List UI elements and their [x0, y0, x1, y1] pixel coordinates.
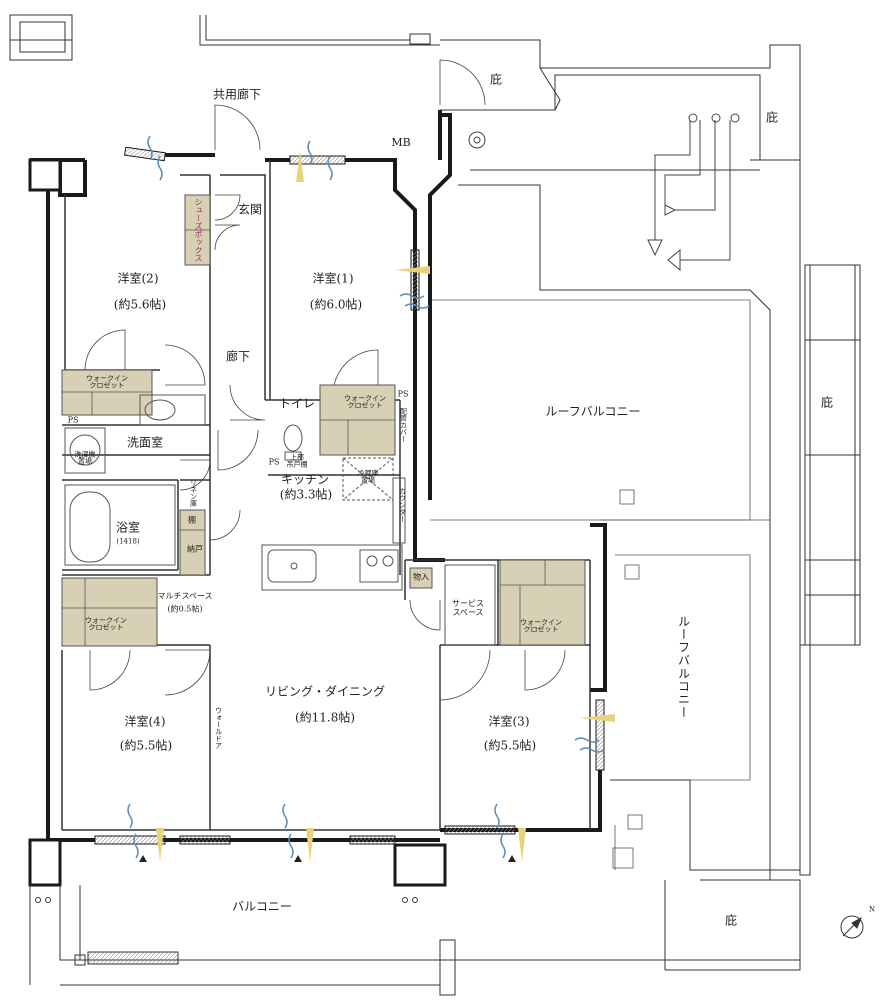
wic-bl-line1: ウォークイン: [85, 616, 127, 625]
eaves-outlines: [440, 39, 801, 971]
right-eaves: [799, 264, 861, 876]
storage-label: 物入: [413, 572, 429, 582]
linen-label: リネン庫: [189, 479, 198, 507]
entrance-label: 玄関: [237, 202, 263, 217]
top-left-fragment: [9, 14, 73, 61]
washroom-label: 洗面室: [126, 435, 164, 450]
room1-name: 洋室(1): [312, 271, 354, 286]
ps-left-label: PS: [67, 415, 79, 425]
upper-shelf-line1: 上部: [290, 453, 304, 462]
service-space-line1: サービス: [452, 599, 484, 609]
compass-icon: [840, 915, 864, 939]
upper-shelf-label: 上部 吊戸棚: [286, 453, 308, 470]
washroom-fixtures: [64, 394, 206, 474]
room2-name: 洋室(2): [117, 271, 159, 286]
room4-name: 洋室(4): [124, 714, 166, 729]
shoe-box-label: シューズボックス: [194, 198, 203, 262]
vent-pipes: [468, 113, 740, 272]
room1-area: (約6.0帖): [309, 297, 363, 312]
bath-size-label: (1418): [116, 537, 140, 546]
roof-balcony-right-label: ルーフバルコニー: [676, 615, 691, 719]
washer-line1: 洗濯機: [74, 450, 96, 459]
multi-space-area: (約0.5帖): [167, 604, 203, 614]
eaves-label-bottom: 庇: [724, 913, 738, 928]
service-space-line2: スペース: [452, 608, 484, 617]
common-corridor-label: 共用廊下: [212, 87, 262, 102]
light-markers: [156, 150, 615, 862]
closet-details: [62, 229, 585, 646]
eaves-label-right-top: 庇: [765, 110, 779, 125]
service-space-label: サービス スペース: [452, 599, 484, 618]
wic-bl-line2: クロゼット: [88, 624, 124, 632]
upper-shelf-line2: 吊戸棚: [286, 461, 308, 469]
storage-door-label: 納戸: [187, 544, 203, 554]
balcony-label: バルコニー: [232, 899, 292, 914]
wic-br-label: ウォークイン クロゼット: [520, 618, 562, 635]
multi-space-label: マルチスペース: [157, 591, 213, 601]
door-swings: [84, 59, 566, 701]
wic-left-label: ウォークイン クロゼット: [86, 374, 128, 391]
ldk-area: (約11.8帖): [294, 710, 356, 725]
kitchen-fixtures: [261, 457, 406, 591]
toilet-label: トイレ: [278, 396, 316, 411]
balcony-outline: [29, 885, 800, 996]
north-label: N: [868, 905, 876, 914]
toilet-fixture: [283, 424, 303, 461]
counter-label: カウンター: [398, 487, 407, 523]
fridge-line1: 冷蔵庫: [357, 469, 379, 478]
wic-mid-line1: ウォークイン: [344, 394, 386, 403]
corridor-label: 廊下: [225, 349, 251, 364]
exterior-piers: [28, 158, 447, 887]
wic-mid-line2: クロゼット: [347, 402, 383, 410]
storage-boxes: [409, 564, 496, 646]
wic-mid-label: ウォークイン クロゼット: [344, 394, 386, 411]
mb-label: MB: [391, 136, 411, 150]
eaves-label-top: 庇: [489, 72, 503, 87]
eaves-label-right-mid: 庇: [820, 395, 834, 410]
roof-balcony-top-label: ルーフバルコニー: [545, 404, 641, 419]
kitchen-label: キッチン: [280, 472, 330, 487]
wic-left-line2: クロゼット: [89, 382, 125, 390]
ps-toilet-label: PS: [268, 457, 280, 467]
wic-bl-label: ウォークイン クロゼット: [85, 616, 127, 633]
washer-line2: 置場: [78, 458, 92, 466]
windows: [94, 146, 605, 845]
wic-left-line1: ウォークイン: [86, 374, 128, 383]
ps-right-label: PS: [397, 389, 409, 399]
shelf-label: 棚: [188, 515, 196, 525]
room2-area: (約5.6帖): [113, 297, 167, 312]
bathroom-label: 浴室: [115, 520, 141, 535]
wic-br-line2: クロゼット: [523, 626, 559, 634]
fridge-line2: 置場: [361, 477, 375, 485]
fridge-label: 冷蔵庫 置場: [357, 469, 379, 486]
closets: [61, 194, 586, 647]
wic-br-line1: ウォークイン: [520, 618, 562, 627]
room3-name: 洋室(3): [488, 714, 530, 729]
roof-balcony-lines: [430, 299, 770, 870]
wall-door-label: ウォールドア: [214, 707, 223, 749]
washer-label: 洗濯機 置場: [74, 450, 96, 467]
bathtub: [64, 484, 176, 566]
room3-area: (約5.5帖): [483, 738, 537, 753]
pipe-cover-label: 配管カバー: [399, 407, 408, 443]
ldk-label: リビング・ダイニング: [264, 684, 386, 699]
airflow-markers: [127, 135, 605, 859]
window-arrows: [139, 855, 516, 862]
corridor-railing: [199, 15, 440, 46]
room4-area: (約5.5帖): [119, 738, 173, 753]
kitchen-area: (約3.3帖): [279, 487, 333, 502]
